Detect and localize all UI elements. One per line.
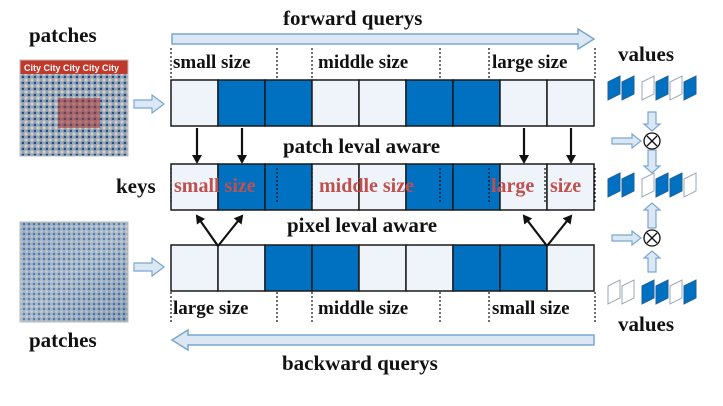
values-label-top: values <box>618 42 675 66</box>
patch-level-arrows <box>192 128 576 164</box>
key-row <box>170 163 595 211</box>
key-size-large: large <box>491 175 535 197</box>
values-stack-top <box>607 75 697 101</box>
row-cell <box>170 244 219 292</box>
query-row-bottom <box>170 244 595 292</box>
top-size-middle: middle size <box>318 52 409 73</box>
row-cell <box>358 163 407 211</box>
crowd-photo-top: City City City City City <box>19 59 129 157</box>
bottom-size-middle: middle size <box>318 298 409 319</box>
keys-label: keys <box>116 174 156 198</box>
row-cell <box>264 244 313 292</box>
value-panel <box>669 172 683 198</box>
value-panel <box>683 279 697 305</box>
values-stack-mid <box>607 172 697 198</box>
value-panel <box>621 172 635 198</box>
row-cell <box>311 244 360 292</box>
multiply-icon <box>643 132 661 150</box>
value-panel <box>669 75 683 101</box>
value-panel <box>641 75 655 101</box>
row-cell <box>405 79 454 127</box>
pixel-level-arrows <box>195 214 573 247</box>
value-panel <box>621 75 635 101</box>
value-panel <box>655 75 669 101</box>
row-cell <box>405 244 454 292</box>
value-panel <box>655 172 669 198</box>
row-cell <box>546 163 595 211</box>
row-cell <box>452 79 501 127</box>
values-label-bottom: values <box>618 312 675 336</box>
crowd-photo-bottom <box>19 221 129 323</box>
forward-arrow <box>171 27 596 51</box>
patches-label-top: patches <box>29 23 97 47</box>
row-cell <box>170 163 219 211</box>
multiply-icon <box>643 229 661 247</box>
row-cell <box>546 244 595 292</box>
bottom-size-large: large size <box>173 298 249 319</box>
query-row-top <box>170 79 595 127</box>
value-panel <box>607 172 621 198</box>
value-panel <box>683 75 697 101</box>
row-cell <box>499 244 548 292</box>
photo-arrow-top <box>133 93 165 115</box>
row-cell <box>499 163 548 211</box>
key-size-small: small size <box>174 175 256 197</box>
row-cell <box>546 79 595 127</box>
row-cell <box>264 163 313 211</box>
row-cell <box>264 79 313 127</box>
backward-arrow <box>170 328 595 352</box>
row-cell <box>499 79 548 127</box>
top-size-large: large size <box>492 52 568 73</box>
patch-level-aware-label: patch leval aware <box>283 134 441 158</box>
value-panel <box>621 279 635 305</box>
size-separators <box>170 48 596 322</box>
bottom-size-small: small size <box>492 298 570 319</box>
value-flow <box>611 111 662 273</box>
photo-arrow-bottom <box>133 256 165 278</box>
pixel-level-aware-label: pixel leval aware <box>287 213 438 237</box>
svg-text:City City City City City: City City City City City <box>24 63 119 73</box>
row-cell <box>170 79 219 127</box>
value-panel <box>669 279 683 305</box>
row-cell <box>405 163 454 211</box>
key-size-middle: middle size <box>319 175 414 197</box>
value-panel <box>607 75 621 101</box>
patches-label-bottom: patches <box>29 328 97 352</box>
row-cell <box>217 79 266 127</box>
value-panel <box>641 279 655 305</box>
row-cell <box>358 244 407 292</box>
backward-querys-label: backward querys <box>282 351 438 375</box>
top-size-small: small size <box>173 52 251 73</box>
values-stack-bottom <box>607 279 697 305</box>
key-size-size: size <box>550 175 582 197</box>
value-panel <box>607 279 621 305</box>
row-cell <box>452 244 501 292</box>
row-cell <box>217 244 266 292</box>
forward-querys-label: forward querys <box>283 6 423 30</box>
value-panel <box>641 172 655 198</box>
row-cell <box>311 79 360 127</box>
row-cell <box>358 79 407 127</box>
value-panel <box>655 279 669 305</box>
value-panel <box>683 172 697 198</box>
